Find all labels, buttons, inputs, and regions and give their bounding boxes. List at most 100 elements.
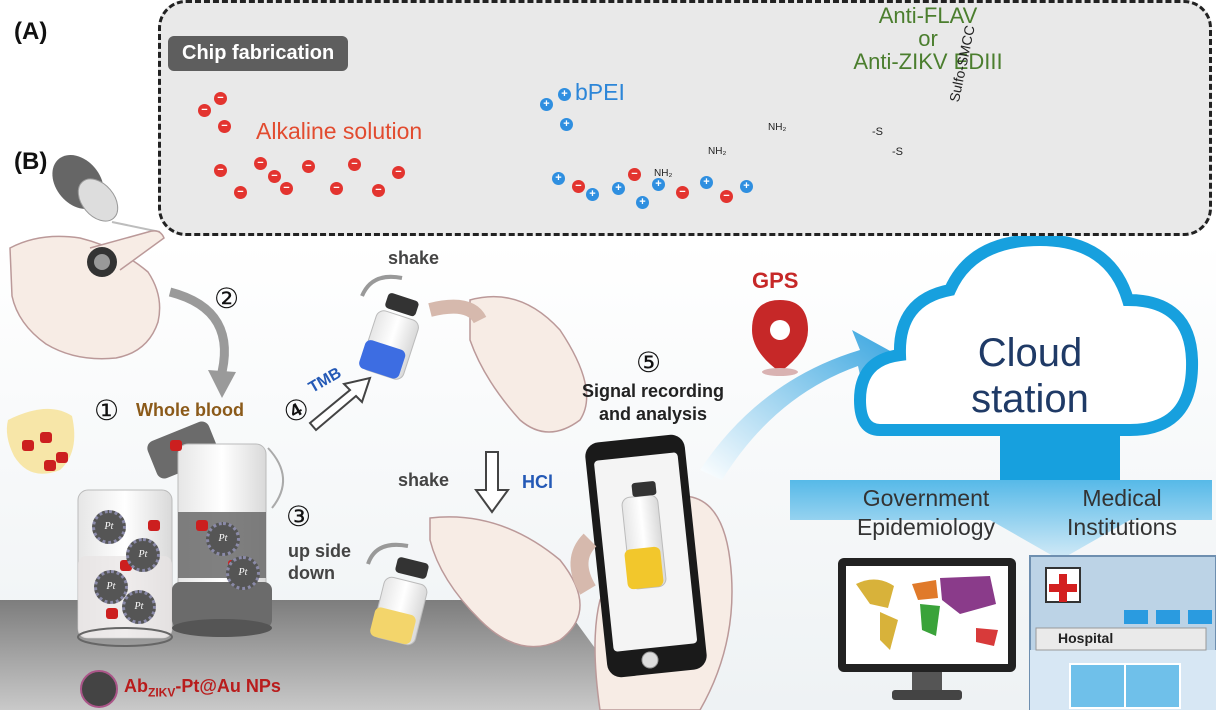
blood-cell: [22, 440, 34, 451]
legend-subscript: ZIKV: [148, 685, 176, 700]
step3-flip-arrow: [267, 447, 285, 509]
positive-charge: +: [560, 118, 573, 131]
blood-cell: [170, 440, 182, 451]
shake-arrow-top: [360, 274, 403, 297]
government-line2: Epidemiology: [856, 514, 996, 540]
negative-charge: −: [572, 180, 585, 193]
antibody-label-line1: Anti-FLAV: [878, 3, 978, 28]
government-epidemiology-label: Government Epidemiology: [826, 484, 1026, 542]
antibody-label-line3: Anti-ZIKV EDIII: [853, 49, 1003, 74]
negative-charge: −: [628, 168, 641, 181]
step5-label: Signal recording and analysis: [568, 380, 738, 426]
shake-arrow-bottom: [366, 542, 409, 565]
negative-charge: −: [330, 182, 343, 195]
gps-pin-icon: [752, 300, 808, 376]
pt-au-nanoparticle: Pt: [226, 556, 260, 590]
positive-charge: +: [700, 176, 713, 189]
bpei-label: bPEI: [575, 79, 625, 105]
negative-charge: −: [214, 164, 227, 177]
step3-label-line1: up side: [288, 541, 352, 561]
antibody-label-line2: or: [918, 26, 938, 51]
step2-number: ②: [214, 283, 240, 314]
step3-number: ③: [286, 501, 312, 532]
negative-charge: −: [372, 184, 385, 197]
pt-au-nanoparticle: Pt: [122, 590, 156, 624]
positive-charge: +: [540, 98, 553, 111]
positive-charge: +: [636, 196, 649, 209]
negative-charge: −: [268, 170, 281, 183]
medical-line2: Institutions: [1067, 514, 1177, 540]
positive-charge: +: [612, 182, 625, 195]
negative-charge: −: [234, 186, 247, 199]
cloud-label-line2: station: [971, 377, 1089, 421]
nh2-label-3: NH₂: [768, 122, 787, 133]
blood-cell: [148, 520, 160, 531]
hand-holding-phone: [570, 434, 733, 710]
negative-charge: −: [214, 92, 227, 105]
nh2-label-2: NH₂: [708, 146, 727, 157]
step1-number: ①: [94, 395, 120, 426]
government-line1: Government: [862, 485, 990, 511]
medical-institutions-label: Medical Institutions: [1030, 484, 1214, 542]
chip-fabrication-title: Chip fabrication: [168, 36, 349, 71]
positive-charge: +: [552, 172, 565, 185]
negative-charge: −: [254, 157, 267, 170]
gps-label: GPS: [752, 268, 799, 293]
alkaline-solution-label: Alkaline solution: [256, 118, 423, 144]
nh2-label-1: NH₂: [654, 168, 673, 179]
cloud-station-label: Cloud station: [910, 330, 1150, 422]
step1-label: Whole blood: [136, 400, 244, 420]
positive-charge: +: [740, 180, 753, 193]
legend-suffix: -Pt@Au NPs: [175, 676, 281, 696]
thiol-label-1: -S: [872, 126, 883, 138]
blood-cell: [56, 452, 68, 463]
blood-cell: [120, 560, 132, 571]
step3-label: up side down: [288, 540, 351, 584]
hand-shaking-tmb-vial: [359, 293, 588, 433]
blood-cell: [40, 432, 52, 443]
cloud-label-line1: Cloud: [977, 331, 1083, 375]
chip-ring-parts: [52, 155, 119, 222]
blood-cell: [44, 460, 56, 471]
pt-au-nanoparticle: Pt: [206, 522, 240, 556]
medical-line1: Medical: [1082, 485, 1162, 511]
negative-charge: −: [302, 160, 315, 173]
nanoparticle-legend-icon: [80, 670, 118, 708]
nanoparticle-legend-label: AbZIKV-Pt@Au NPs: [124, 676, 281, 700]
hospital-sign-text: Hospital: [1058, 630, 1114, 646]
hand-holding-chip: [9, 230, 165, 360]
hand-shaking-yellow-vial: [370, 516, 581, 648]
hospital-building-icon: [1029, 555, 1216, 710]
step5-number: ⑤: [636, 347, 662, 378]
negative-charge: −: [392, 166, 405, 179]
distribution-funnel: [790, 480, 1212, 560]
world-map-monitor-icon: [838, 558, 1016, 700]
hcl-label: HCl: [522, 472, 553, 492]
negative-charge: −: [218, 120, 231, 133]
panel-label-b: (B): [14, 148, 48, 175]
step3-label-line2: down: [288, 563, 335, 583]
step4-tmb-arrow: [308, 376, 372, 432]
negative-charge: −: [348, 158, 361, 171]
shake-label-top: shake: [388, 248, 440, 268]
step2-curved-arrow: [168, 287, 229, 382]
step5-label-line2: and analysis: [598, 404, 708, 424]
legend-prefix: Ab: [124, 676, 148, 696]
positive-charge: +: [652, 178, 665, 191]
hcl-down-arrow: [474, 451, 510, 514]
cloud-icon: [853, 233, 1199, 480]
pt-au-nanoparticle: Pt: [92, 510, 126, 544]
step5-label-line1: Signal recording: [581, 381, 725, 401]
thiol-label-2: -S: [892, 146, 903, 158]
positive-charge: +: [586, 188, 599, 201]
upload-arrow: [700, 330, 892, 480]
blood-cell: [106, 608, 118, 619]
negative-charge: −: [720, 190, 733, 203]
pt-au-nanoparticle: Pt: [94, 570, 128, 604]
panel-label-a: (A): [14, 18, 48, 45]
positive-charge: +: [558, 88, 571, 101]
negative-charge: −: [198, 104, 211, 117]
shake-label-bottom: shake: [398, 470, 450, 490]
negative-charge: −: [676, 186, 689, 199]
